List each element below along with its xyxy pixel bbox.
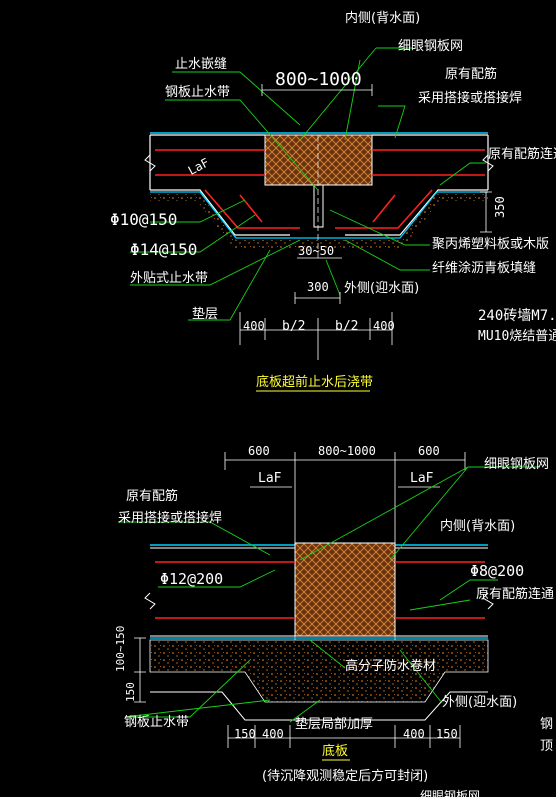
bottom-break-line-right xyxy=(482,592,494,610)
top-bar-a-label: Φ10@150 xyxy=(110,210,177,229)
top-dim-400-left: 400 xyxy=(243,319,265,333)
bottom-cushion-fill xyxy=(149,639,489,703)
top-lap-weld-label: 采用搭接或搭接焊 xyxy=(418,90,522,106)
bottom-detail: 600 800~1000 600 细眼钢板网 LaF LaF 原有配筋 采用搭接… xyxy=(114,444,554,797)
bottom-leaders xyxy=(118,466,540,723)
top-rebars xyxy=(155,149,485,229)
top-bar-b-label: Φ14@150 xyxy=(130,240,197,259)
bottom-rebars xyxy=(155,561,485,619)
bottom-dim-150-left: 150 xyxy=(124,682,137,702)
top-water-stop xyxy=(313,184,324,228)
top-width-range: 800~1000 xyxy=(275,69,362,90)
top-asphalt-label: 纤维涂沥青板填缝 xyxy=(432,260,536,276)
bottom-membrane-label: 高分子防水卷材 xyxy=(345,658,436,674)
bottom-laf-right: LaF xyxy=(410,471,434,486)
bottom-post-pour-block xyxy=(294,542,396,637)
wall-spec-line2: MU10烧结普通砖 xyxy=(478,329,556,344)
bottom-orig-rebar-label: 原有配筋 xyxy=(126,488,178,504)
top-gap-label: 30~50 xyxy=(298,244,334,258)
top-detail: 内侧(背水面) 细眼钢板网 止水嵌缝 800~1000 原有配筋 钢板止水带 采… xyxy=(110,10,556,392)
top-ext-stop-label: 外贴式止水带 xyxy=(130,271,208,286)
bottom-cut-label: 细眼钢板网 xyxy=(420,789,480,797)
top-dim-400-right: 400 xyxy=(373,319,395,333)
bottom-dim-150-a: 150 xyxy=(234,727,256,741)
bottom-note: (待沉降观测稳定后方可封闭) xyxy=(262,768,428,784)
top-dim-300: 300 xyxy=(307,280,329,294)
bottom-dim-600-left: 600 xyxy=(248,444,270,458)
top-dims xyxy=(239,84,492,360)
top-outer-side-label: 外侧(迎水面) xyxy=(344,281,419,296)
bottom-break-line-left xyxy=(144,592,156,610)
wall-spec-line1: 240砖墙M7.5 xyxy=(478,308,556,324)
top-cushion-fill xyxy=(150,194,488,248)
bottom-lap-weld-label: 采用搭接或搭接焊 xyxy=(118,510,222,526)
top-stop-groove-label: 止水嵌缝 xyxy=(175,57,227,72)
bottom-dim-150-b: 150 xyxy=(436,727,458,741)
top-break-line-left xyxy=(144,154,156,172)
bottom-mesh-label: 细眼钢板网 xyxy=(484,457,549,472)
bottom-cushion-outline xyxy=(150,691,488,721)
top-post-pour-block xyxy=(264,134,373,186)
bottom-steel-stop-label: 钢板止水带 xyxy=(124,715,189,730)
bottom-dim-400-a: 400 xyxy=(262,727,284,741)
bottom-laf-left: LaF xyxy=(258,471,282,486)
top-cushion-label: 垫层 xyxy=(192,306,218,322)
bottom-cut-right-2: 顶 xyxy=(540,739,553,754)
top-dim-350: 350 xyxy=(493,196,507,218)
bottom-width-range: 800~1000 xyxy=(318,444,376,458)
bottom-bar-b-label: Φ8@200 xyxy=(470,562,524,580)
bottom-outer-side-label: 外侧(迎水面) xyxy=(442,695,517,710)
top-orig-rebar-conn-label: 原有配筋连通 xyxy=(488,146,556,162)
top-orig-rebar-label: 原有配筋 xyxy=(445,66,497,82)
bottom-cushion-thick-label: 垫层局部加厚 xyxy=(295,716,373,732)
bottom-cut-right-1: 钢 xyxy=(540,717,553,732)
top-steel-stop-label: 钢板止水带 xyxy=(165,85,230,100)
bottom-dims-bottom xyxy=(227,725,461,748)
top-caption: 底板超前止水后浇带 xyxy=(256,374,373,390)
top-leaders xyxy=(130,47,486,321)
top-break-line-right xyxy=(482,154,494,172)
bottom-dim-600-right: 600 xyxy=(418,444,440,458)
bottom-base-label: 底板 xyxy=(322,743,348,759)
top-inner-side-label: 内侧(背水面) xyxy=(345,10,420,26)
bottom-orig-rebar-conn-label: 原有配筋连通 xyxy=(476,586,554,602)
top-dim-b2-right: b/2 xyxy=(335,319,358,334)
bottom-bar-a-label: Φ12@200 xyxy=(160,570,223,588)
bottom-inner-side-label: 内侧(背水面) xyxy=(440,518,515,534)
bottom-dim-100-150: 100~150 xyxy=(114,626,127,672)
top-foam-board-label: 聚丙烯塑料板或木版 xyxy=(432,237,549,252)
bottom-dims-left xyxy=(134,637,146,703)
top-mesh-label: 细眼钢板网 xyxy=(398,39,463,54)
bottom-dim-400-b: 400 xyxy=(403,727,425,741)
top-dim-b2-left: b/2 xyxy=(282,319,305,334)
